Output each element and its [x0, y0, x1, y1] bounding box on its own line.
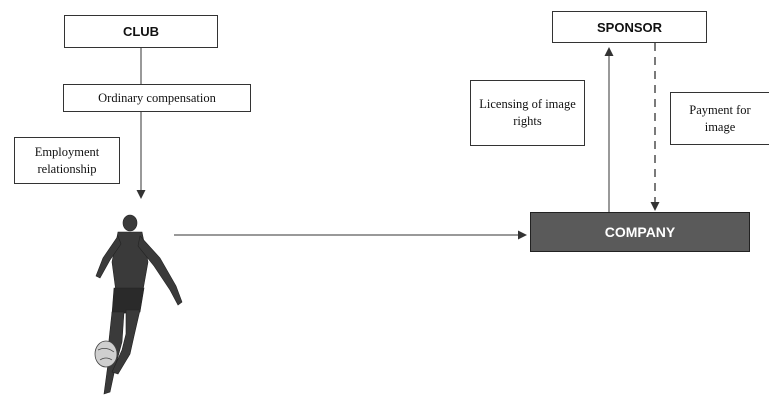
payment-box: Payment for image [670, 92, 769, 145]
company-label: COMPANY [604, 224, 676, 240]
club-label: CLUB [122, 24, 160, 39]
payment-label: Payment for image [689, 102, 751, 134]
licensing-box: Licensing of image rights [470, 80, 585, 146]
ordinary-compensation-box: Ordinary compensation [63, 84, 251, 112]
ordinary-compensation-label: Ordinary compensation [98, 90, 216, 105]
club-box: CLUB [64, 15, 218, 48]
licensing-label: Licensing of image rights [479, 97, 576, 128]
football-player-icon [94, 214, 183, 395]
employment-relationship-box: Employment relationship [14, 137, 120, 184]
sponsor-box: SPONSOR [552, 11, 707, 43]
sponsor-label: SPONSOR [596, 19, 662, 35]
employment-relationship-label: Employment relationship [34, 144, 100, 176]
company-box: COMPANY [530, 212, 750, 252]
